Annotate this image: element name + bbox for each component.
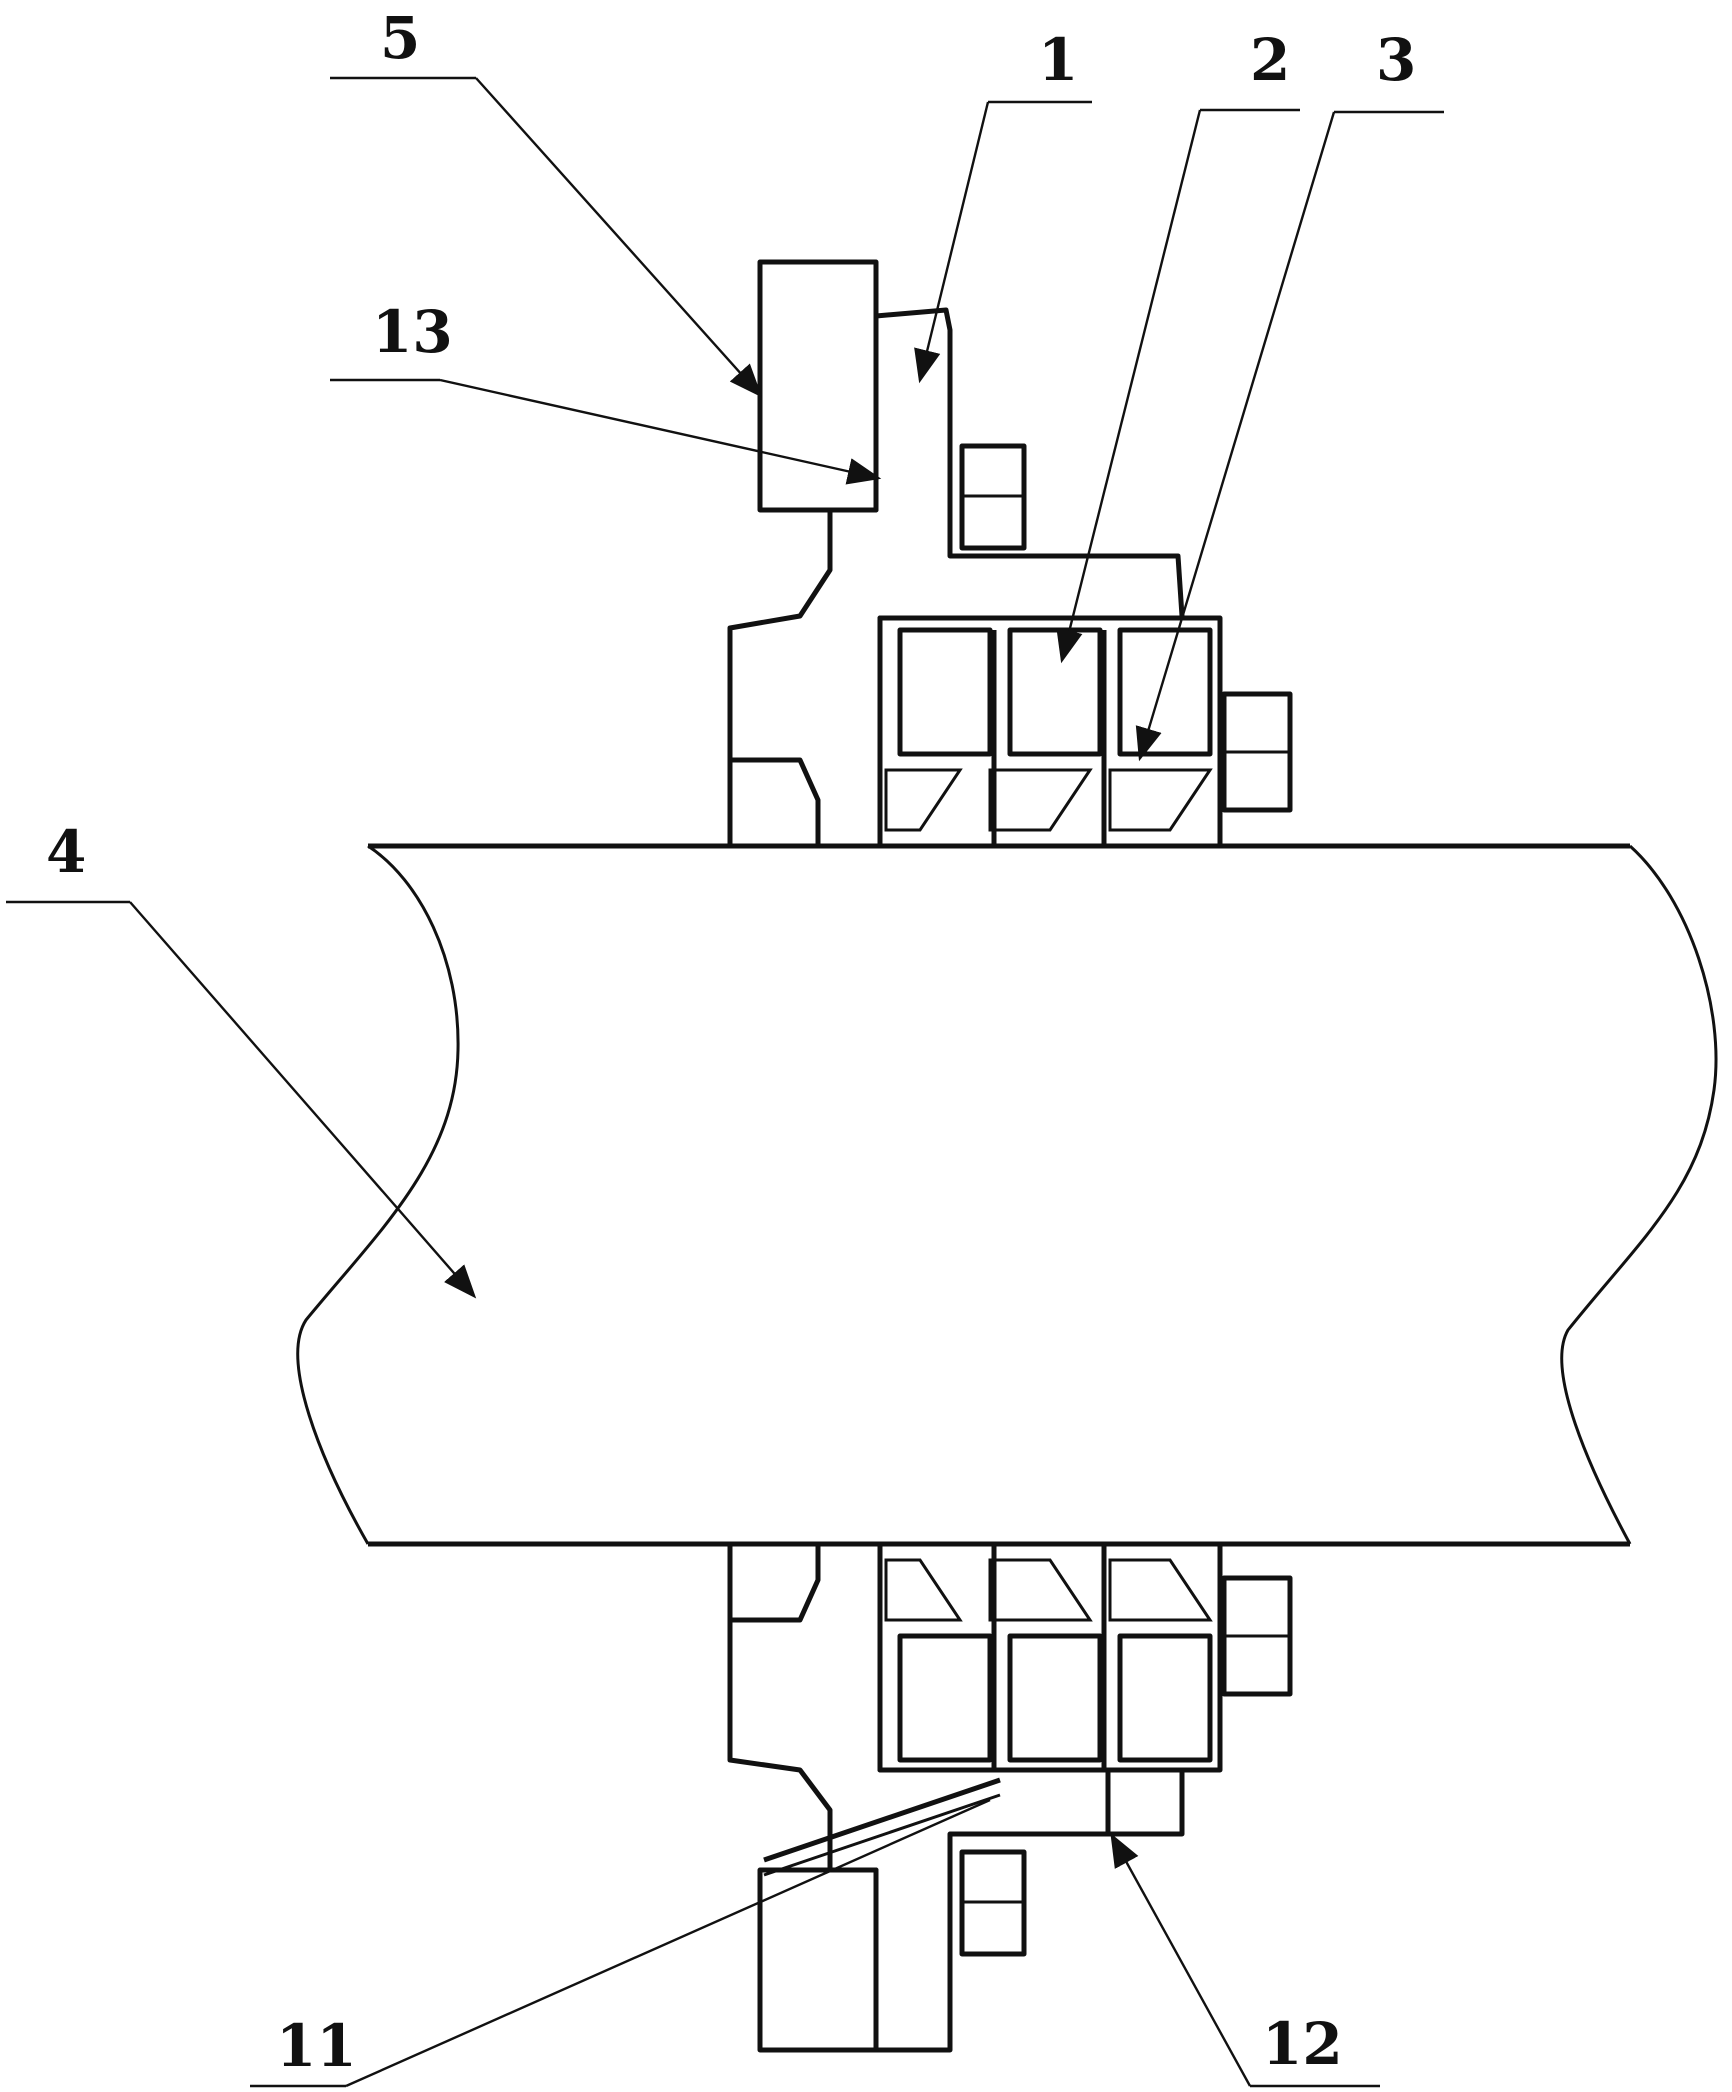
callout-11: 5 11	[250, 1798, 991, 2088]
svg-text:11: 11	[276, 2012, 357, 2080]
flange-plate-bottom	[757, 1867, 879, 2053]
seal-rings-bottom	[763, 1541, 1293, 1877]
callout-12-number: 12	[1262, 2010, 1343, 2078]
svg-text:4: 4	[46, 818, 86, 886]
callout-1: 1	[914, 26, 1092, 384]
svg-text:13: 13	[372, 298, 453, 366]
callout-5: 5	[330, 4, 763, 398]
callout-4: 4	[6, 818, 477, 1299]
shaft	[296, 843, 1718, 1547]
callout-3: 3	[1135, 26, 1444, 762]
svg-text:2: 2	[1250, 26, 1290, 94]
seal-rings-top	[877, 615, 1293, 849]
callout-12: 12 12 13 12	[1110, 1833, 1380, 2088]
svg-text:1: 1	[1038, 26, 1078, 94]
callout-12-text: 12	[1262, 2010, 1343, 2078]
svg-text:5: 5	[380, 4, 420, 72]
callout-13: 13	[330, 298, 882, 485]
svg-text:3: 3	[1376, 26, 1416, 94]
gland-body-top	[727, 307, 1185, 849]
callout-2: 2	[1056, 26, 1300, 664]
